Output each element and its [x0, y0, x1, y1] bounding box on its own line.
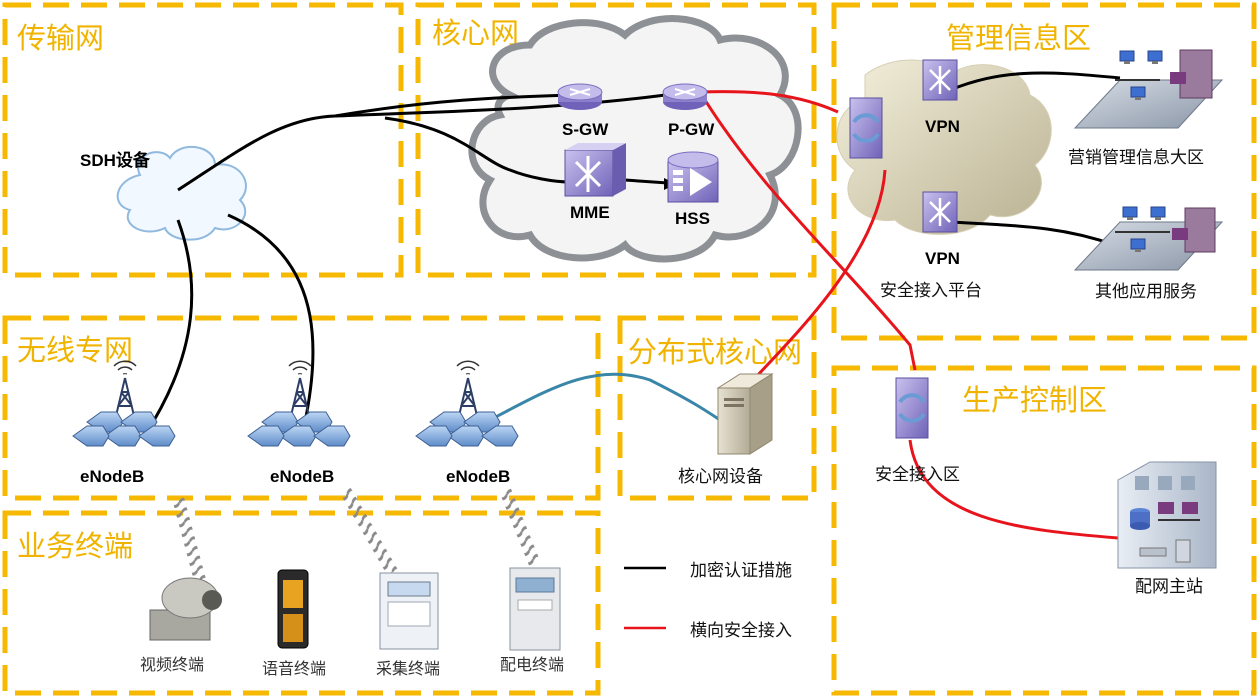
terminal-video-label: 视频终端	[140, 655, 204, 674]
vpn2-switch-icon	[921, 190, 959, 234]
legend-black-label: 加密认证措施	[690, 561, 792, 581]
enb1-tower-icon	[72, 360, 176, 447]
enb2-tower-icon	[247, 360, 351, 447]
radio-wave-3	[499, 487, 541, 567]
core-cloud	[468, 15, 802, 263]
link-mme-hss	[624, 178, 669, 185]
zone-title-production: 生产控制区	[962, 383, 1107, 417]
distribution-terminal-icon	[509, 567, 561, 651]
legend: 加密认证措施 横向安全接入	[624, 561, 792, 641]
link-enb3-coredevice	[479, 372, 721, 427]
core-device-label: 核心网设备	[678, 467, 763, 487]
master-station-building-icon	[1117, 461, 1217, 569]
pgw-router-icon	[662, 83, 708, 111]
vpn1-switch-icon	[921, 58, 959, 102]
link-sdh-mme	[384, 116, 571, 184]
link-sdh-pgw	[334, 91, 681, 118]
sdh-label: SDH设备	[80, 150, 151, 170]
secure-platform-label: 安全接入平台	[880, 281, 982, 301]
zone-terminals	[2, 510, 601, 696]
zone-title-wireless: 无线专网	[17, 333, 133, 367]
legend-red-label: 横向安全接入	[690, 621, 792, 641]
zone-title-distributed: 分布式核心网	[628, 335, 802, 369]
zone-wireless	[2, 315, 601, 501]
terminal-distribution-label: 配电终端	[500, 655, 564, 674]
mme-label: MME	[570, 203, 610, 222]
radio-wave-links	[172, 486, 541, 592]
other-apps-platform-icon	[1073, 206, 1224, 271]
zone-production	[831, 365, 1257, 696]
marketing-platform-icon	[1073, 49, 1224, 129]
lateral-links	[698, 90, 1119, 540]
zone-distributed	[617, 315, 817, 501]
zone-mgmt	[831, 2, 1257, 341]
hss-label: HSS	[675, 209, 710, 228]
zone-title-terminals: 业务终端	[17, 529, 133, 563]
link-vpn2-other	[949, 220, 1116, 247]
zone-transport	[2, 2, 404, 278]
mme-switch-icon	[564, 143, 626, 197]
zone-title-transport: 传输网	[17, 21, 104, 55]
mgmt-firewall-icon	[848, 96, 884, 160]
voice-terminal-icon	[277, 569, 309, 649]
enb3-tower-icon	[415, 360, 519, 447]
sgw-router-icon	[557, 83, 603, 111]
vpn1-label: VPN	[925, 117, 960, 136]
zone-core	[415, 2, 817, 278]
enb3-label: eNodeB	[446, 467, 510, 486]
link-pgw-firewall	[699, 90, 839, 114]
link-secure-zone-master	[908, 439, 1119, 540]
link-sdh-enb1	[143, 219, 194, 436]
zone-title-core: 核心网	[432, 16, 519, 50]
link-pgw-production	[698, 91, 917, 371]
production-firewall-icon	[894, 376, 930, 440]
terminal-collection-label: 采集终端	[376, 659, 440, 678]
core-device-server-icon	[716, 373, 774, 455]
enb2-label: eNodeB	[270, 467, 334, 486]
terminal-voice-label: 语音终端	[262, 659, 326, 678]
zone-title-mgmt: 管理信息区	[946, 21, 1091, 55]
link-firewall-coredevice	[753, 169, 887, 380]
collection-terminal-icon	[379, 572, 439, 650]
other-apps-label: 其他应用服务	[1095, 282, 1197, 302]
secure-zone-label: 安全接入区	[875, 465, 960, 485]
sgw-label: S-GW	[562, 120, 609, 139]
link-vpn1-marketing	[949, 71, 1121, 92]
video-terminal-icon	[149, 577, 222, 641]
master-station-label: 配网主站	[1135, 577, 1203, 597]
hss-server-icon	[667, 151, 719, 203]
radio-wave-1	[172, 496, 209, 592]
link-sdh-enb2	[227, 213, 315, 446]
secure-platform-cloud	[836, 59, 1052, 235]
marketing-label: 营销管理信息大区	[1068, 148, 1204, 168]
pgw-label: P-GW	[668, 120, 715, 139]
enb1-label: eNodeB	[80, 467, 144, 486]
vpn2-label: VPN	[925, 249, 960, 268]
radio-wave-2	[339, 486, 398, 576]
